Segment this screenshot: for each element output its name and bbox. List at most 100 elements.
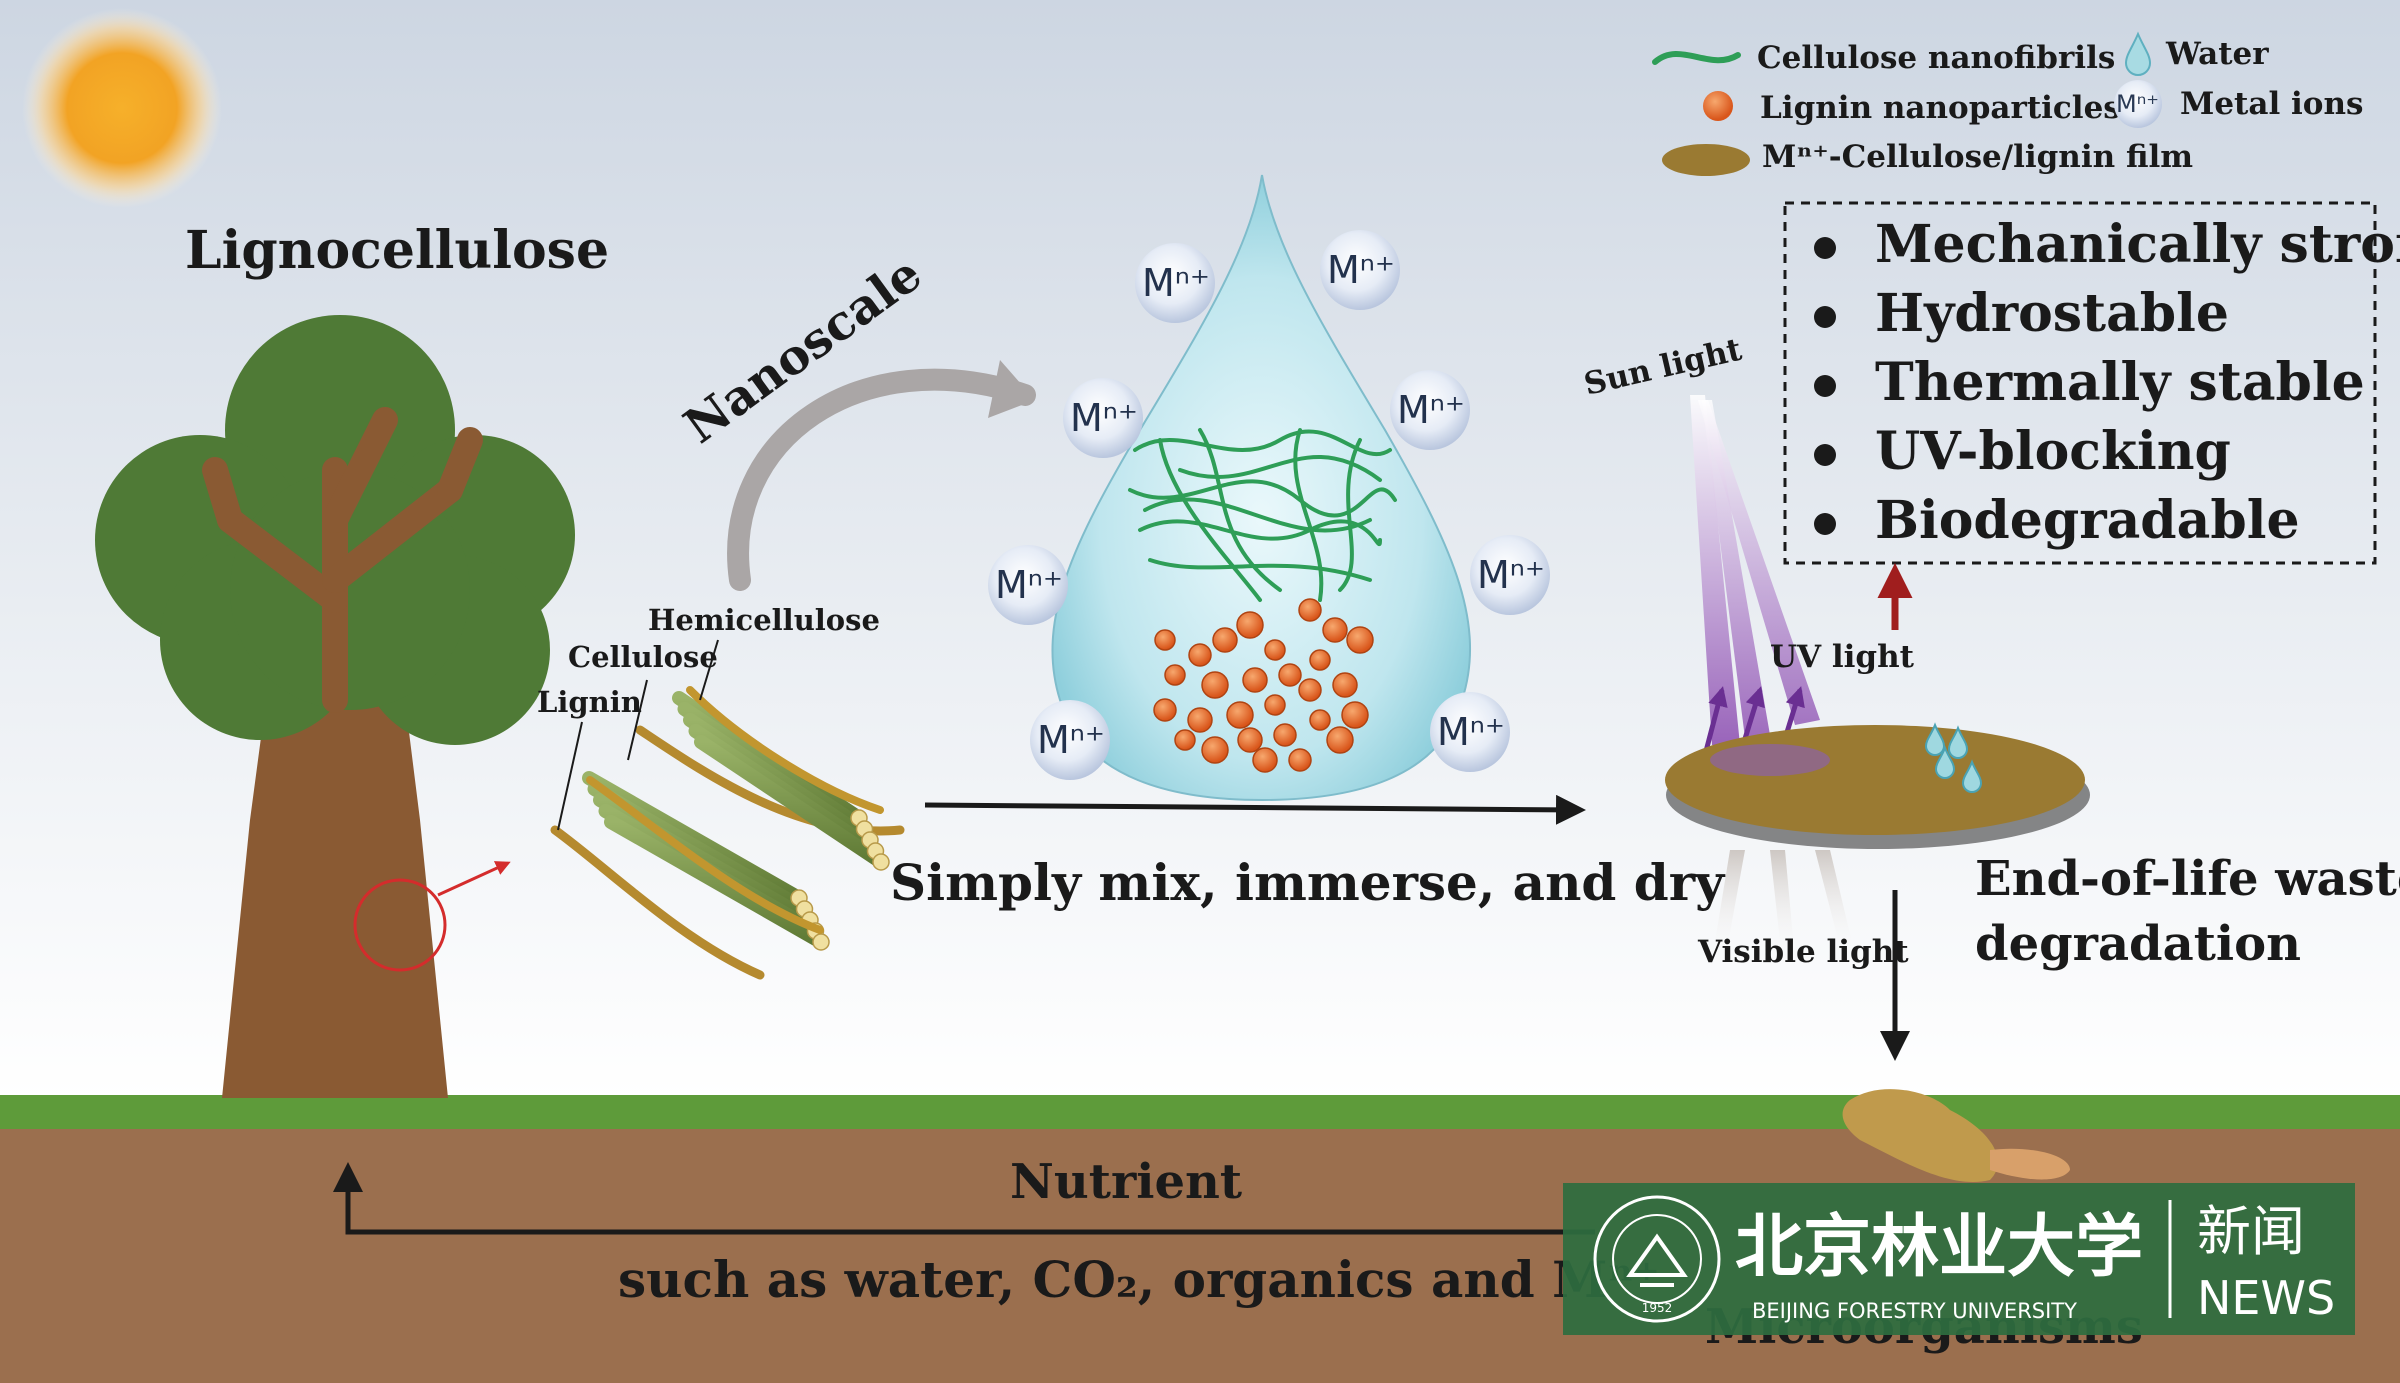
- legend-cnf-swatch: [1652, 50, 1741, 65]
- film-disc: [1665, 722, 2090, 849]
- lignin-nanoparticle: [1201, 671, 1229, 699]
- nutrient-arrow: [333, 1162, 1595, 1235]
- lignin-nanoparticle: [1278, 663, 1302, 687]
- property-item: Hydrostable: [1875, 283, 2229, 344]
- metal-ion-icon: [1135, 243, 1215, 323]
- metal-ion-icon: [1390, 370, 1470, 450]
- lignin-nanoparticle: [1288, 748, 1312, 772]
- legend: Cellulose nanofibrils Lignin nanoparticl…: [1652, 31, 2363, 176]
- nanoscale-arrowhead: [988, 360, 1035, 418]
- legend-metal-label: Metal ions: [2180, 86, 2363, 122]
- metal-ion-icon: [1470, 535, 1550, 615]
- nanofibril-strand: [1198, 428, 1282, 592]
- metal-ions-around-droplet: Mⁿ⁺ Mⁿ⁺ Mⁿ⁺ Mⁿ⁺ Mⁿ⁺ Mⁿ⁺ Mⁿ⁺ Mⁿ⁺: [988, 230, 1550, 780]
- process-arrow: [924, 794, 1586, 825]
- label-eol-line1: End-of-life waste: [1975, 851, 2400, 907]
- nanofibril-strand: [1148, 558, 1372, 582]
- legend-metal-icon: [2114, 80, 2162, 128]
- degraded-film-piece: [1842, 1089, 2070, 1182]
- nanofibril-strand: [1178, 455, 1382, 482]
- seal-year: 1952: [1642, 1301, 1673, 1315]
- lignin-nanoparticle: [1242, 667, 1268, 693]
- lignin-nanoparticle: [1188, 643, 1212, 667]
- university-seal-icon: [1593, 1195, 1721, 1323]
- lignin-nanoparticle: [1212, 627, 1238, 653]
- tree-icon: [95, 315, 575, 1098]
- cellulose-rod-end: [872, 853, 890, 871]
- lignin-nanoparticle: [1153, 698, 1177, 722]
- label-hemicellulose: Hemicellulose: [648, 603, 880, 637]
- cellulose-rod-end: [812, 933, 830, 951]
- zoom-circle: [353, 878, 447, 972]
- lignin-nanoparticle: [1237, 727, 1263, 753]
- lignin-nanoparticle: [1322, 617, 1348, 643]
- metal-ion-label: Mⁿ⁺: [1327, 248, 1395, 292]
- lignin-nanoparticle: [1332, 672, 1358, 698]
- metal-ion-icon: [1030, 700, 1110, 780]
- metal-ion-label: Mⁿ⁺: [1142, 261, 1210, 305]
- sun-icon: [22, 8, 222, 208]
- legend-film-label: Mⁿ⁺-Cellulose/lignin film: [1762, 139, 2193, 175]
- label-nutrient: Nutrient: [1010, 1154, 1242, 1210]
- legend-film-swatch: [1662, 144, 1750, 176]
- light-rays: [1690, 395, 1855, 960]
- metal-ion-label: Mⁿ⁺: [1437, 710, 1505, 754]
- lignin-nanoparticles-in-droplet: [1153, 598, 1374, 773]
- label-cellulose: Cellulose: [568, 640, 718, 674]
- news-label-cn: 新闻: [2197, 1200, 2305, 1263]
- lignin-nanoparticle: [1174, 729, 1196, 751]
- cellulose-rod: [604, 815, 828, 949]
- grass-strip: [0, 1095, 2400, 1129]
- metal-ion-label: Mⁿ⁺: [1037, 718, 1105, 762]
- metal-ion-icon: [1430, 692, 1510, 772]
- university-name-en: BEIJING FORESTRY UNIVERSITY: [1752, 1299, 2077, 1323]
- nanofibril-strand: [1143, 497, 1372, 533]
- legend-metal-symbol: Mⁿ⁺: [2116, 90, 2159, 118]
- lignin-nanoparticle: [1309, 709, 1331, 731]
- property-item: Biodegradable: [1875, 490, 2300, 551]
- lignin-nanoparticle: [1226, 701, 1254, 729]
- legend-lnp-label: Lignin nanoparticles: [1760, 90, 2121, 126]
- nanoscale-arrow: [727, 368, 1036, 591]
- nanofibril-strand: [1133, 429, 1392, 457]
- lignin-nanoparticle: [1326, 726, 1354, 754]
- lignin-nanoparticle: [1236, 611, 1264, 639]
- property-bullet-icon: [1814, 375, 1836, 397]
- nanofibril-strand: [1293, 428, 1324, 602]
- lignin-nanoparticle: [1298, 598, 1322, 622]
- property-bullet-icon: [1814, 444, 1836, 466]
- lignin-nanoparticle: [1264, 694, 1286, 716]
- metal-ion-label: Mⁿ⁺: [1397, 388, 1465, 432]
- lignin-nanoparticle: [1298, 678, 1322, 702]
- lignin-nanoparticle: [1187, 707, 1213, 733]
- properties-box: [1783, 201, 2377, 565]
- news-label-en: NEWS: [2197, 1271, 2335, 1325]
- property-bullet-icon: [1814, 237, 1836, 259]
- lignin-nanoparticle: [1341, 701, 1369, 729]
- property-bullet-icon: [1814, 513, 1836, 535]
- lignin-nanoparticle: [1252, 747, 1278, 773]
- properties-list: Mechanically strongHydrostableThermally …: [1814, 214, 2400, 551]
- metal-ion-label: Mⁿ⁺: [995, 563, 1063, 607]
- legend-water-icon: [2124, 31, 2152, 76]
- metal-ion-icon: [1320, 230, 1400, 310]
- metal-ion-label: Mⁿ⁺: [1070, 396, 1138, 440]
- metal-ion-icon: [988, 545, 1068, 625]
- lignin-nanoparticle: [1346, 626, 1374, 654]
- fiber-bundle-illustration: [550, 686, 905, 980]
- label-process: Simply mix, immerse, and dry: [890, 853, 1726, 912]
- metal-ion-label: Mⁿ⁺: [1477, 553, 1545, 597]
- university-name-cn: 北京林业大学: [1735, 1207, 2143, 1287]
- lignin-nanoparticle: [1273, 723, 1297, 747]
- label-nutrient-examples: such as water, CO₂, organics and Mⁿ⁺: [618, 1250, 1660, 1309]
- legend-lnp-swatch: [1703, 91, 1733, 121]
- cellulose-rod: [694, 735, 888, 869]
- property-item: Mechanically strong: [1875, 214, 2400, 275]
- lignin-nanoparticle: [1264, 639, 1286, 661]
- property-item: Thermally stable: [1875, 352, 2365, 413]
- fiber-label-leaders: [557, 639, 719, 831]
- legend-water-label: Water: [2165, 36, 2269, 72]
- lignin-nanoparticle: [1164, 664, 1186, 686]
